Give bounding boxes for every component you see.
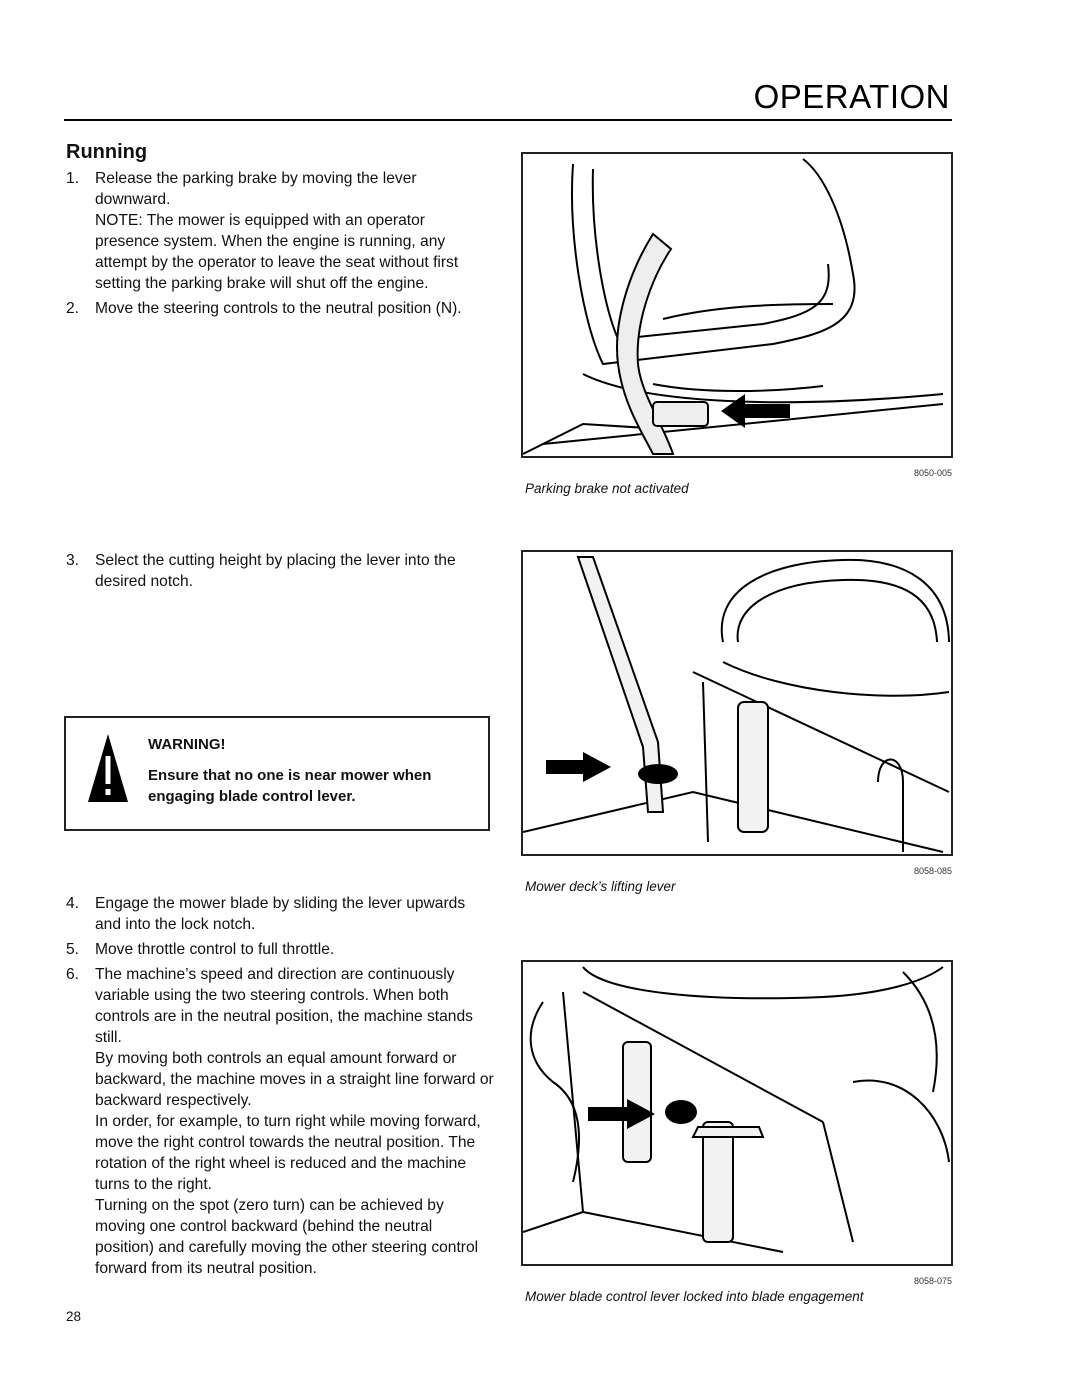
steps-list-3: 4. Engage the mower blade by sliding the… [66, 893, 494, 1283]
warning-box: WARNING! Ensure that no one is near mowe… [64, 716, 490, 831]
step-number: 5. [66, 941, 80, 958]
step-number: 2. [66, 300, 80, 317]
list-item: 5. Move throttle control to full throttl… [66, 939, 494, 960]
step-note: NOTE: The mower is equipped with an oper… [95, 212, 459, 292]
blade-lever-illustration [523, 966, 950, 1253]
figure-code: 8058-085 [913, 866, 952, 876]
figure-blade-control-lever [521, 960, 953, 1266]
section-heading: Running [66, 141, 148, 163]
step-text: Select the cutting height by placing the… [95, 552, 456, 590]
figure-lifting-lever [521, 550, 953, 856]
figure-code: 8058-075 [913, 1276, 952, 1286]
warning-text: Ensure that no one is near mower when en… [148, 767, 432, 805]
step-text: Move the steering controls to the neutra… [95, 300, 462, 317]
step-paragraph: Turning on the spot (zero turn) can be a… [95, 1197, 479, 1277]
list-item: 4. Engage the mower blade by sliding the… [66, 893, 494, 935]
figure-caption: Mower blade control lever locked into bl… [525, 1289, 864, 1304]
page-header-title: OPERATION [753, 78, 950, 115]
steps-list-2: 3. Select the cutting height by placing … [66, 550, 486, 596]
figure-caption: Mower deck’s lifting lever [525, 879, 676, 894]
step-text: Move throttle control to full throttle. [95, 941, 335, 958]
step-paragraph: In order, for example, to turn right whi… [95, 1113, 481, 1193]
step-number: 3. [66, 552, 80, 569]
warning-triangle-icon [88, 734, 128, 802]
figure-parking-brake [521, 152, 953, 458]
step-number: 1. [66, 170, 80, 187]
steps-list-1: 1. Release the parking brake by moving t… [66, 168, 486, 323]
figure-caption: Parking brake not activated [525, 481, 689, 496]
step-text: Release the parking brake by moving the … [95, 170, 417, 208]
list-item: 2. Move the steering controls to the neu… [66, 298, 486, 319]
step-number: 6. [66, 966, 80, 983]
step-number: 4. [66, 895, 80, 912]
list-item: 1. Release the parking brake by moving t… [66, 168, 486, 294]
list-item: 3. Select the cutting height by placing … [66, 550, 486, 592]
page-number: 28 [66, 1309, 82, 1324]
figure-code: 8050-005 [913, 468, 952, 478]
step-text: The machine’s speed and direction are co… [95, 966, 473, 1046]
header-rule [64, 119, 952, 121]
parking-brake-illustration [523, 158, 944, 455]
warning-title: WARNING! [148, 736, 226, 753]
step-paragraph: By moving both controls an equal amount … [95, 1050, 494, 1109]
lifting-lever-illustration [523, 556, 950, 853]
list-item: 6. The machine’s speed and direction are… [66, 964, 494, 1279]
step-text: Engage the mower blade by sliding the le… [95, 895, 466, 933]
